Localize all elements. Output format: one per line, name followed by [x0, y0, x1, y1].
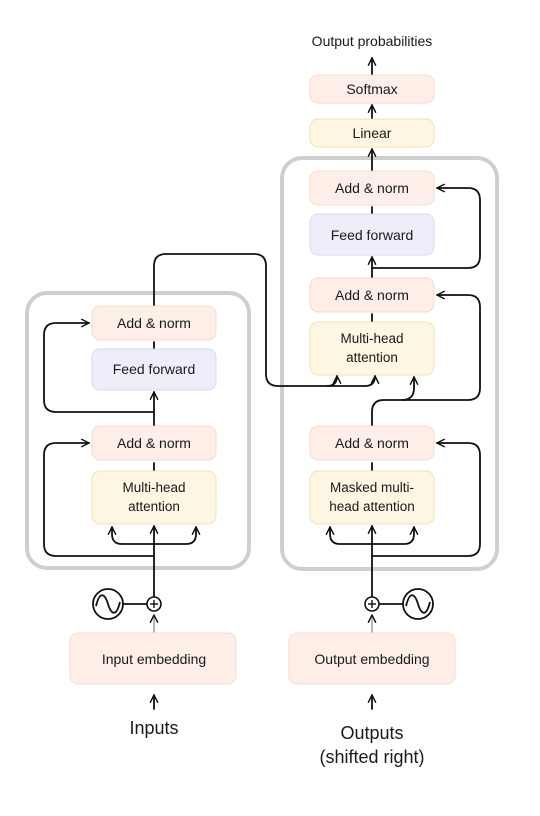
output-embedding-box — [288, 632, 456, 685]
decoder-add-norm-middle-box — [309, 277, 435, 313]
decoder-sine-wave-icon — [402, 588, 434, 620]
encoder-add-norm-bottom-box — [91, 425, 217, 461]
encoder-plus-circle-icon — [146, 596, 162, 612]
encoder-sine-wave-icon — [92, 588, 124, 620]
encoder-connectors — [43, 253, 380, 710]
decoder-add-norm-bottom-box — [309, 425, 435, 461]
encoder-feed-forward-box — [91, 348, 217, 391]
decoder-plus-circle-icon — [364, 596, 380, 612]
softmax-box — [309, 74, 435, 104]
encoder-attention-box — [91, 470, 217, 525]
decoder-add-norm-top-box — [309, 170, 435, 206]
input-embedding-box — [69, 632, 237, 685]
decoder-connectors — [325, 57, 481, 710]
decoder-feed-forward-box — [309, 213, 435, 256]
decoder-block — [280, 156, 499, 571]
encoder-block — [25, 291, 251, 570]
linear-box — [309, 118, 435, 148]
decoder-masked-attention-box — [309, 470, 435, 525]
decoder-attention-box — [309, 321, 435, 376]
encoder-add-norm-top-box — [91, 305, 217, 341]
